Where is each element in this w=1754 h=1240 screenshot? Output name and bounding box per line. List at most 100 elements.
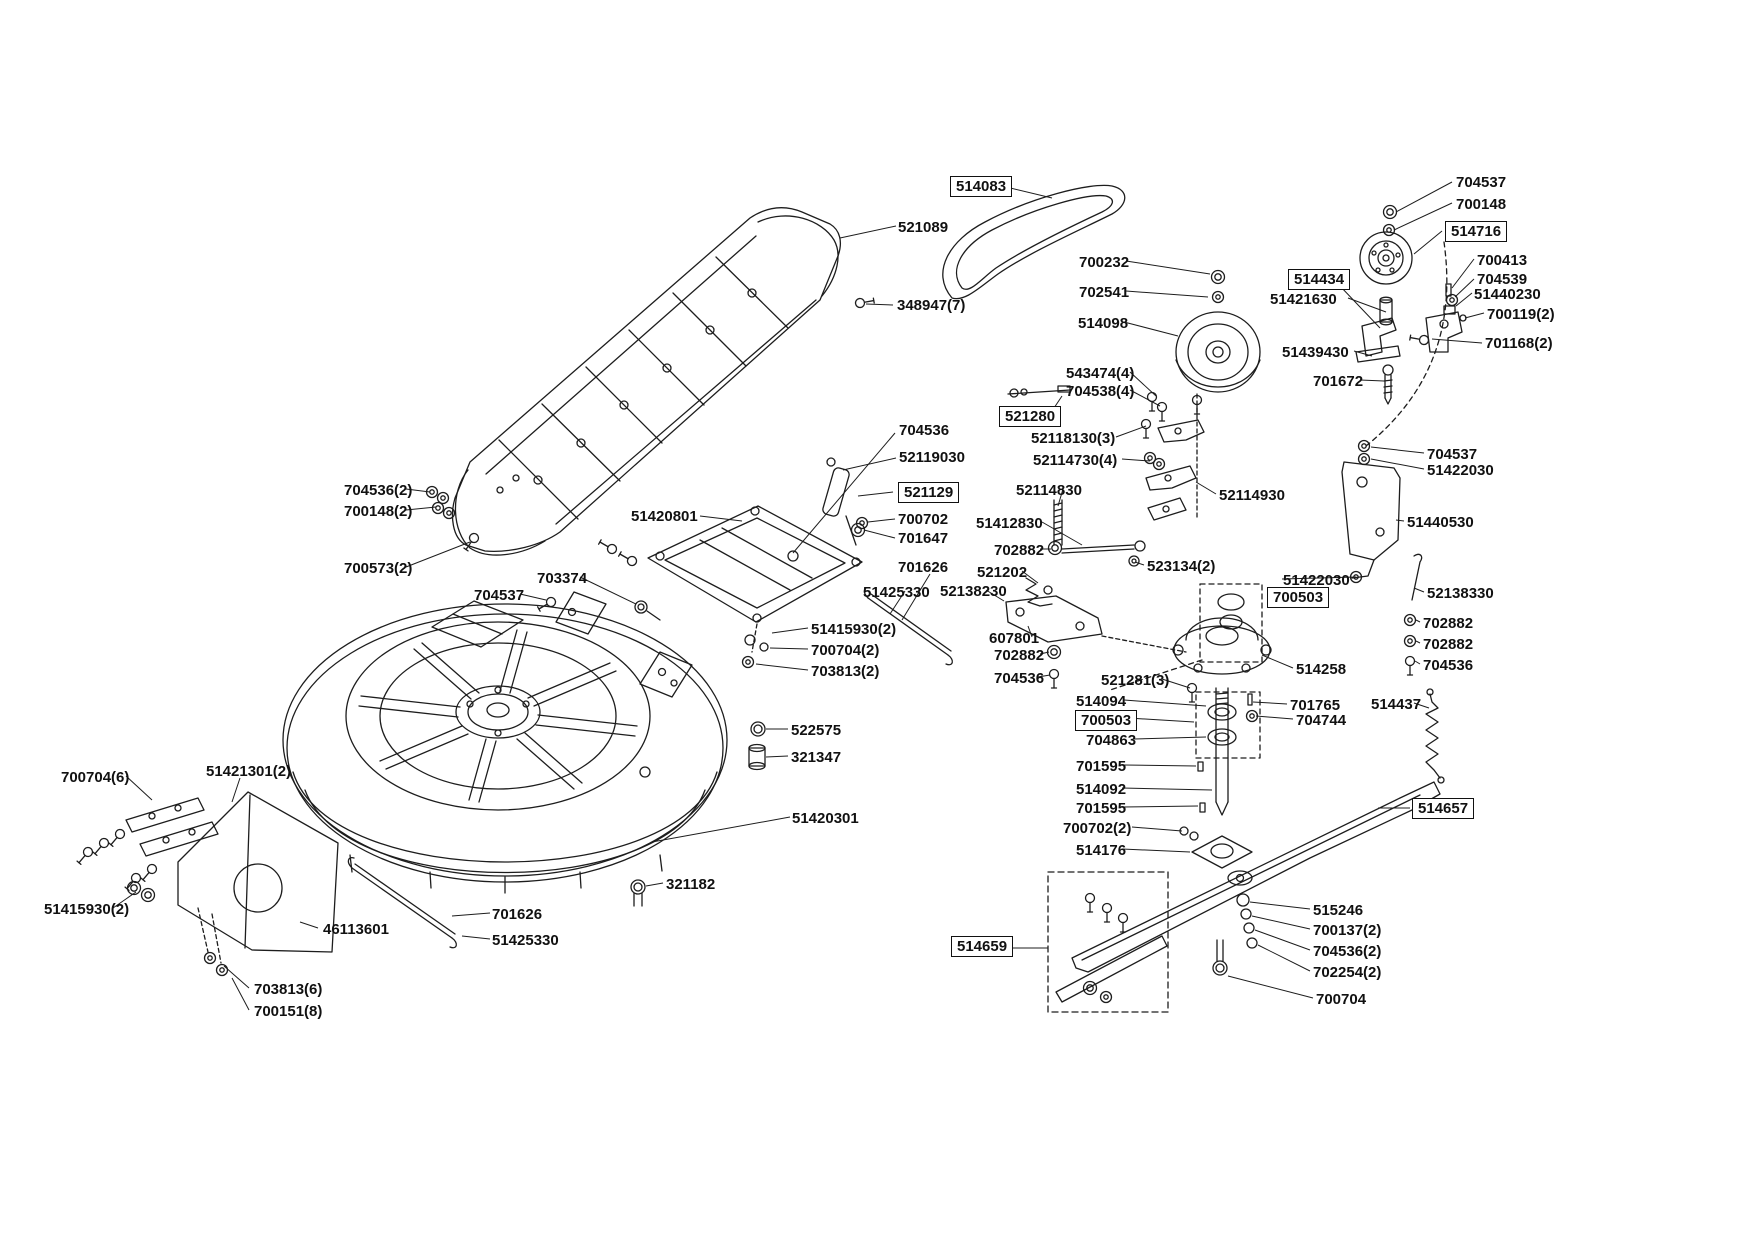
part-label-521202: 521202 — [977, 564, 1028, 581]
part-label-701626: 701626 — [898, 559, 949, 576]
part-label-7022542: 702254(2) — [1313, 964, 1382, 981]
part-label-514159302: 51415930(2) — [44, 901, 130, 918]
part-label-521181303: 52118130(3) — [1031, 430, 1116, 447]
part-label-700503: 700503 — [1075, 710, 1138, 732]
part-label-7001192: 700119(2) — [1487, 306, 1555, 323]
pulley-drawing — [1175, 269, 1261, 521]
part-label-704744: 704744 — [1296, 712, 1347, 729]
part-label-702882: 702882 — [994, 647, 1045, 664]
part-label-700413: 700413 — [1477, 252, 1528, 269]
part-label-701595: 701595 — [1076, 758, 1127, 775]
part-label-51412830: 51412830 — [976, 515, 1043, 532]
part-label-7005732: 700573(2) — [344, 560, 413, 577]
part-label-514159302: 51415930(2) — [811, 621, 897, 638]
part-label-521147304: 52114730(4) — [1033, 452, 1118, 469]
part-label-702541: 702541 — [1079, 284, 1130, 301]
part-label-5434744: 543474(4) — [1066, 365, 1135, 382]
part-label-514657: 514657 — [1412, 798, 1475, 820]
part-label-514258: 514258 — [1296, 661, 1347, 678]
part-label-700704: 700704 — [1316, 991, 1367, 1008]
part-label-700232: 700232 — [1079, 254, 1130, 271]
part-label-7001482: 700148(2) — [344, 503, 413, 520]
part-label-704536: 704536 — [899, 422, 950, 439]
part-label-7001372: 700137(2) — [1313, 922, 1382, 939]
part-label-7045362: 704536(2) — [344, 482, 413, 499]
part-label-51420301: 51420301 — [792, 810, 859, 827]
part-label-514098: 514098 — [1078, 315, 1129, 332]
part-label-51440230: 51440230 — [1474, 286, 1541, 303]
part-label-51422030: 51422030 — [1427, 462, 1494, 479]
part-label-702882: 702882 — [1423, 615, 1474, 632]
part-label-51439430: 51439430 — [1282, 344, 1349, 361]
leader-lines — [112, 181, 1485, 1011]
part-label-521129: 521129 — [898, 482, 960, 504]
blade-drawing — [1071, 781, 1441, 976]
part-label-521280: 521280 — [999, 406, 1062, 428]
part-label-700148: 700148 — [1456, 196, 1507, 213]
linkage-drawing — [1005, 385, 1205, 689]
part-label-5231342: 523134(2) — [1147, 558, 1216, 575]
part-label-514176: 514176 — [1076, 842, 1127, 859]
part-label-514659: 514659 — [951, 936, 1014, 958]
part-label-704537: 704537 — [1427, 446, 1478, 463]
part-label-51425330: 51425330 — [863, 584, 930, 601]
part-label-514434: 514434 — [1288, 269, 1351, 291]
part-label-321182: 321182 — [666, 876, 716, 893]
part-label-7007042: 700704(2) — [811, 642, 880, 659]
part-label-52119030: 52119030 — [899, 449, 965, 466]
part-label-515246: 515246 — [1313, 902, 1364, 919]
part-label-522575: 522575 — [791, 722, 842, 739]
part-label-514213012: 51421301(2) — [206, 763, 292, 780]
part-label-7045362: 704536(2) — [1313, 943, 1382, 960]
part-label-3489477: 348947(7) — [897, 297, 966, 314]
part-label-701672: 701672 — [1313, 373, 1364, 390]
part-label-7011682: 701168(2) — [1485, 335, 1553, 352]
part-label-702882: 702882 — [994, 542, 1045, 559]
part-label-52114830: 52114830 — [1016, 482, 1082, 499]
part-label-51425330: 51425330 — [492, 932, 559, 949]
hanger-bracket-drawing — [1341, 439, 1445, 784]
part-label-703374: 703374 — [537, 570, 588, 587]
part-label-521089: 521089 — [898, 219, 949, 236]
part-label-701626: 701626 — [492, 906, 543, 923]
part-label-46113601: 46113601 — [323, 921, 389, 938]
part-label-321347: 321347 — [791, 749, 842, 766]
part-label-514092: 514092 — [1076, 781, 1127, 798]
part-label-7045384: 704538(4) — [1066, 383, 1135, 400]
chute-drawing — [425, 207, 876, 556]
left-bracket-drawing — [74, 791, 457, 977]
part-label-704537: 704537 — [474, 587, 525, 604]
part-label-704537: 704537 — [1456, 174, 1507, 191]
part-label-704536: 704536 — [994, 670, 1045, 687]
part-label-51421630: 51421630 — [1270, 291, 1337, 308]
part-label-704539: 704539 — [1477, 271, 1528, 288]
part-label-51420801: 51420801 — [631, 508, 698, 525]
deck-drawing — [282, 591, 766, 907]
part-label-7038136: 703813(6) — [254, 981, 323, 998]
part-label-704863: 704863 — [1086, 732, 1137, 749]
part-label-51440530: 51440530 — [1407, 514, 1474, 531]
part-label-701647: 701647 — [898, 530, 949, 547]
part-label-704536: 704536 — [1423, 657, 1474, 674]
part-label-514083: 514083 — [950, 176, 1013, 198]
part-label-514094: 514094 — [1076, 693, 1127, 710]
frame-drawing — [596, 457, 953, 669]
part-label-514437: 514437 — [1371, 696, 1422, 713]
belt-drawing — [942, 184, 1126, 300]
part-label-607801: 607801 — [989, 630, 1040, 647]
part-label-514716: 514716 — [1445, 221, 1508, 243]
blade-kit-drawing — [1047, 871, 1169, 1013]
part-label-5212813: 521281(3) — [1101, 672, 1170, 689]
part-label-7007022: 700702(2) — [1063, 820, 1132, 837]
part-label-51422030: 51422030 — [1283, 572, 1350, 589]
part-label-700702: 700702 — [898, 511, 949, 528]
part-label-52138330: 52138330 — [1427, 585, 1494, 602]
part-label-7007046: 700704(6) — [61, 769, 130, 786]
part-label-52114930: 52114930 — [1219, 487, 1285, 504]
spindle-drawing — [1109, 583, 1272, 869]
part-label-52138230: 52138230 — [940, 583, 1007, 600]
part-label-700503: 700503 — [1267, 587, 1330, 609]
